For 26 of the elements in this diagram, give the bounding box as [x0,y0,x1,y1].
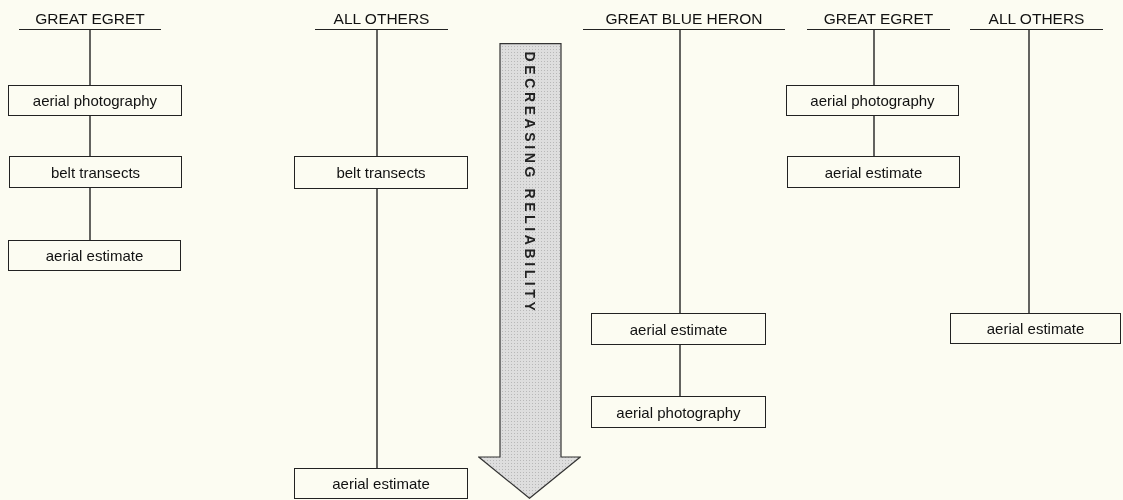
column-heading: ALL OTHERS [970,8,1103,30]
connector-line [89,115,91,157]
method-box: belt transects [9,156,182,188]
connector-line [679,344,681,397]
method-box: belt transects [294,156,468,189]
column-heading: ALL OTHERS [315,8,448,30]
connector-line [679,29,681,314]
connector-line [873,115,875,157]
column-heading: GREAT BLUE HERON [583,8,785,30]
method-box: aerial estimate [950,313,1121,344]
method-box: aerial photography [591,396,766,428]
connector-line [89,187,91,241]
method-box: aerial estimate [787,156,960,188]
method-box: aerial estimate [591,313,766,345]
connector-line [376,188,378,469]
connector-line [873,29,875,86]
method-box: aerial photography [8,85,182,116]
method-box: aerial estimate [8,240,181,271]
column-heading: GREAT EGRET [807,8,950,30]
connector-line [1028,29,1030,314]
arrow-label: DECREASING RELIABILITY [521,51,538,315]
column-heading: GREAT EGRET [19,8,161,30]
method-box: aerial photography [786,85,959,116]
connector-line [376,29,378,157]
connector-line [89,29,91,86]
method-box: aerial estimate [294,468,468,499]
